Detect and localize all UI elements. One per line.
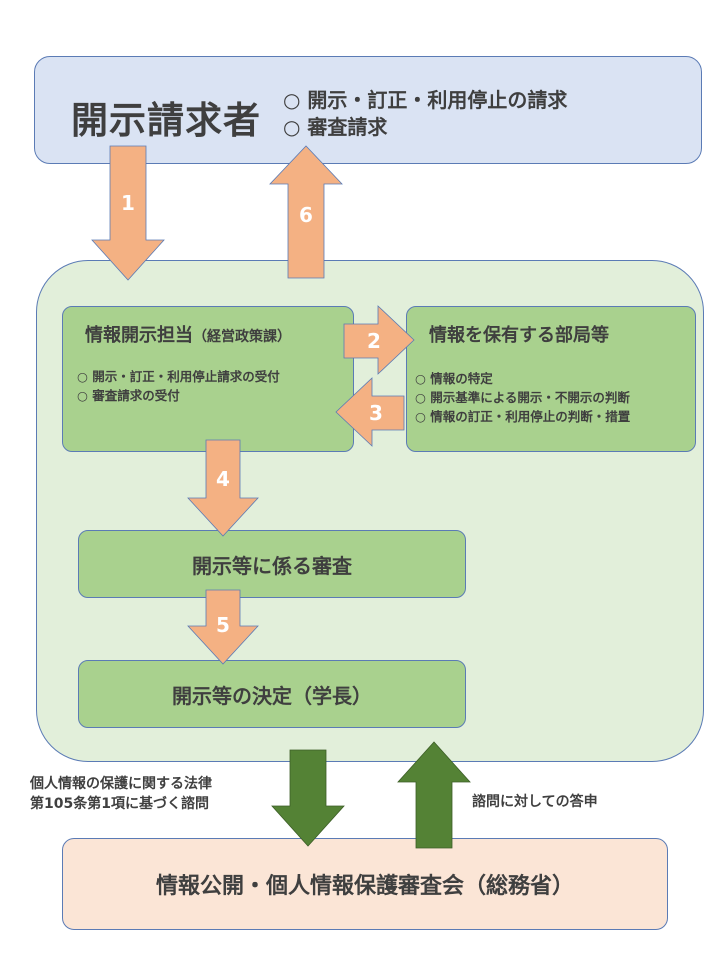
- review-label: 開示等に係る審査: [192, 553, 352, 578]
- arrow-number-6: 6: [299, 203, 313, 227]
- inquiry-line: 個人情報の保護に関する法律: [30, 776, 212, 792]
- inquiry-text: 個人情報の保護に関する法律 第105条第1項に基づく諮問: [30, 774, 212, 814]
- department-box: 情報を保有する部局等 ○ 情報の特定 ○ 開示基準による開示・不開示の判断 ○ …: [406, 306, 696, 452]
- department-item: ○ 情報の訂正・利用停止の判断・措置: [415, 409, 631, 424]
- decision-box: 開示等の決定（学長）: [78, 660, 466, 728]
- department-item: ○ 開示基準による開示・不開示の判断: [415, 390, 630, 405]
- answer-arrow: [397, 741, 471, 849]
- requester-items: ○ 開示・訂正・利用停止の請求 ○ 審査請求: [283, 87, 567, 141]
- arrow-number-5: 5: [216, 613, 230, 637]
- requester-item: ○ 開示・訂正・利用停止の請求: [283, 88, 568, 112]
- inquiry-arrow: [271, 749, 345, 847]
- disclosure-office-box: 情報開示担当（経営政策課） ○ 開示・訂正・利用停止請求の受付 ○ 審査請求の受…: [62, 306, 354, 452]
- disclosure-office-subtitle: （経営政策課）: [193, 329, 291, 345]
- answer-text: 諮問に対しての答申: [472, 794, 598, 810]
- arrow-number-2: 2: [367, 329, 381, 353]
- inquiry-line: 第105条第1項に基づく諮問: [30, 796, 209, 812]
- review-board-label: 情報公開・個人情報保護審査会（総務省）: [155, 874, 574, 899]
- arrow-step-4: [187, 439, 259, 537]
- disclosure-office-title: 情報開示担当（経営政策課）: [85, 321, 291, 347]
- arrow-step-1: [91, 145, 165, 281]
- department-item: ○ 情報の特定: [415, 371, 493, 386]
- arrow-step-5: [187, 589, 259, 665]
- review-board-box: 情報公開・個人情報保護審査会（総務省）: [62, 838, 668, 930]
- review-box: 開示等に係る審査: [78, 530, 466, 598]
- requester-title: 開示請求者: [71, 99, 261, 142]
- arrow-number-4: 4: [216, 467, 230, 491]
- arrow-number-3: 3: [369, 401, 383, 425]
- department-title: 情報を保有する部局等: [429, 325, 609, 346]
- department-items: ○ 情報の特定 ○ 開示基準による開示・不開示の判断 ○ 情報の訂正・利用停止の…: [415, 369, 630, 426]
- disclosure-office-items: ○ 開示・訂正・利用停止請求の受付 ○ 審査請求の受付: [77, 367, 280, 405]
- requester-item: ○ 審査請求: [283, 115, 388, 139]
- arrow-step-3: [335, 377, 405, 447]
- decision-label: 開示等の決定（学長）: [172, 683, 372, 708]
- disclosure-item: ○ 審査請求の受付: [77, 388, 180, 403]
- disclosure-office-name: 情報開示担当: [85, 325, 193, 346]
- arrow-number-1: 1: [121, 191, 135, 215]
- arrow-step-6: [269, 145, 343, 279]
- disclosure-item: ○ 開示・訂正・利用停止請求の受付: [77, 369, 280, 384]
- arrow-step-2: [343, 305, 415, 375]
